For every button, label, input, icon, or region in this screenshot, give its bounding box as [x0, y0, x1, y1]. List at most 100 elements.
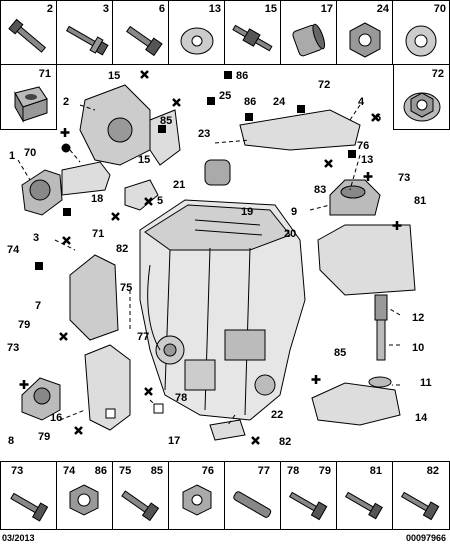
- callout-8: 8: [8, 435, 15, 447]
- part-number: 85: [150, 465, 163, 477]
- part-number: 70: [433, 3, 446, 15]
- callout-19: 19: [241, 206, 254, 218]
- part-cell-74-86[interactable]: 74 86: [56, 461, 113, 530]
- callout-20: 20: [284, 228, 297, 240]
- part-cell-75-85[interactable]: 75 85: [112, 461, 169, 530]
- callout-85-b: 85: [334, 347, 347, 359]
- footer-reference: 00097966: [405, 533, 446, 543]
- part-cell-78-79[interactable]: 78 79: [280, 461, 337, 530]
- stud-icon: [232, 24, 273, 52]
- part-number: 2: [46, 3, 53, 15]
- part-number: 3: [102, 3, 109, 15]
- callout-25: 25: [219, 90, 232, 102]
- callout-75: 75: [120, 282, 133, 294]
- part-number: 78: [287, 465, 300, 477]
- part-number: 76: [201, 465, 214, 477]
- part-number: 15: [264, 3, 277, 15]
- square-nut-icon: [14, 86, 48, 123]
- part-number: 77: [257, 465, 270, 477]
- part-cell-82[interactable]: 82: [392, 461, 450, 530]
- part-cell-71[interactable]: 71: [0, 64, 57, 130]
- callout-81: 81: [414, 195, 427, 207]
- callout-74: 74: [7, 244, 20, 256]
- callout-83: 83: [314, 184, 327, 196]
- part-number: 73: [11, 465, 24, 477]
- hex-nut-icon: [349, 22, 381, 58]
- engine-block: [139, 199, 306, 421]
- callout-78: 78: [175, 392, 188, 404]
- callout-13: 13: [361, 154, 374, 166]
- callout-79: 79: [18, 319, 31, 331]
- callout-16: 16: [50, 412, 63, 424]
- bolt-icon: [8, 18, 47, 53]
- part-number: 86: [94, 465, 107, 477]
- markers: [19, 70, 402, 445]
- bushing-icon: [292, 23, 326, 57]
- mid-parts: [124, 109, 246, 441]
- part-number: 24: [376, 3, 389, 15]
- part-cell-13[interactable]: 13: [168, 0, 225, 65]
- part-number: 74: [63, 465, 76, 477]
- part-number: 71: [38, 68, 51, 80]
- callout-15-b: 15: [138, 154, 151, 166]
- callout-5: 5: [157, 195, 164, 207]
- callout-86-b: 86: [244, 96, 257, 108]
- leader-lines: [17, 104, 401, 426]
- part-number: 81: [369, 465, 382, 477]
- callout-11: 11: [420, 377, 432, 389]
- part-cell-15[interactable]: 15: [224, 0, 281, 65]
- left-lower-mount: [21, 254, 131, 431]
- callout-85: 85: [160, 115, 173, 127]
- part-cell-70[interactable]: 70: [392, 0, 450, 65]
- callout-82-b: 82: [279, 436, 292, 448]
- part-number: 82: [426, 465, 439, 477]
- part-cell-2[interactable]: 2: [0, 0, 57, 65]
- callout-10: 10: [412, 342, 425, 354]
- callout-73: 73: [398, 172, 411, 184]
- part-number: 6: [158, 3, 165, 15]
- callout-86: 86: [236, 70, 249, 82]
- bottom-part-icons: [10, 484, 440, 522]
- footer-date: 03/2013: [2, 533, 35, 543]
- part-number: 17: [320, 3, 333, 15]
- callout-71: 71: [92, 228, 105, 240]
- callout-7: 7: [35, 300, 42, 312]
- part-cell-81[interactable]: 81: [336, 461, 393, 530]
- callout-12: 12: [412, 312, 425, 324]
- part-number: 79: [318, 465, 331, 477]
- callout-24: 24: [273, 96, 286, 108]
- callout-4: 4: [358, 96, 365, 108]
- callout-3: 3: [33, 232, 40, 244]
- callout-76: 76: [357, 140, 370, 152]
- part-cell-24[interactable]: 24: [336, 0, 393, 65]
- right-lower-mount: [311, 294, 401, 426]
- callout-2: 2: [63, 96, 70, 108]
- left-upper-mount: [21, 84, 151, 216]
- part-cell-72[interactable]: 72: [393, 64, 450, 130]
- callout-73-b: 73: [7, 342, 20, 354]
- callout-82: 82: [116, 243, 129, 255]
- part-number: 75: [119, 465, 132, 477]
- callout-72: 72: [318, 79, 331, 91]
- callout-14: 14: [415, 412, 428, 424]
- callout-77: 77: [137, 331, 150, 343]
- callout-6: 6: [375, 112, 382, 124]
- part-number: 72: [431, 68, 444, 80]
- callout-15: 15: [108, 70, 121, 82]
- callout-9: 9: [291, 206, 298, 218]
- part-cell-73[interactable]: 73: [0, 461, 57, 530]
- callout-79-b: 79: [38, 431, 51, 443]
- callout-22: 22: [271, 409, 284, 421]
- part-number: 13: [208, 3, 221, 15]
- washer-icon: [405, 25, 437, 57]
- spacer-icon: [180, 27, 214, 55]
- callout-23: 23: [198, 128, 211, 140]
- right-upper-mount: [239, 109, 416, 296]
- callout-18: 18: [91, 193, 104, 205]
- part-cell-76[interactable]: 76: [168, 461, 225, 530]
- callout-21: 21: [173, 179, 186, 191]
- part-cell-17[interactable]: 17: [280, 0, 337, 65]
- part-cell-77[interactable]: 77: [224, 461, 281, 530]
- callout-1: 1: [9, 150, 16, 162]
